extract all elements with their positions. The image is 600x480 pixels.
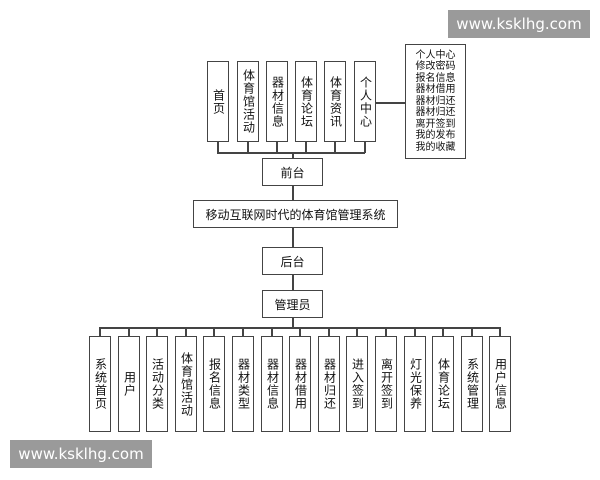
connector-line [356, 327, 358, 336]
back-item: 用户 [118, 336, 140, 432]
connector-line [271, 327, 273, 336]
personal-center-list: 个人中心修改密码报名信息器材借用器材归还器材归还离开签到我的发布我的收藏 [405, 44, 466, 159]
watermark-bottom: www.ksklhg.com [10, 440, 152, 468]
personal-center-item: 器材借用 [415, 84, 456, 96]
connector-line [276, 142, 278, 153]
watermark-top: www.ksklhg.com [448, 10, 590, 38]
connector-line [305, 142, 307, 153]
connector-line [442, 327, 444, 336]
front-item: 个人中心 [354, 61, 376, 142]
connector-line [217, 152, 365, 154]
connector-line [247, 142, 249, 153]
connector-line [99, 327, 500, 329]
back-node: 后台 [262, 247, 323, 275]
connector-line [213, 327, 215, 336]
front-item: 体育资讯 [324, 61, 346, 142]
personal-center-item: 离开签到 [415, 118, 456, 130]
admin-node: 管理员 [262, 290, 323, 318]
back-item: 系统首页 [89, 336, 111, 432]
personal-center-item: 修改密码 [415, 61, 456, 73]
system-title: 移动互联网时代的体育馆管理系统 [205, 207, 386, 222]
back-item: 体育论坛 [432, 336, 454, 432]
back-label: 后台 [280, 254, 305, 269]
front-node: 前台 [262, 158, 323, 186]
personal-center-item: 器材归还 [415, 95, 456, 107]
connector-line [242, 327, 244, 336]
front-item: 体育馆活动 [237, 61, 259, 142]
connector-line [99, 327, 101, 336]
connector-line [292, 228, 294, 247]
connector-line [292, 152, 294, 158]
connector-line [414, 327, 416, 336]
connector-line [334, 142, 336, 153]
back-item: 体育馆活动 [175, 336, 197, 432]
connector-line [185, 327, 187, 336]
back-item: 用户信息 [489, 336, 511, 432]
personal-center-item: 个人中心 [415, 49, 456, 61]
connector-line [217, 142, 219, 153]
personal-center-item: 器材归还 [415, 107, 456, 119]
back-item: 系统管理 [461, 336, 483, 432]
connector-line [292, 318, 294, 327]
front-label: 前台 [280, 165, 305, 180]
connector-line [156, 327, 158, 336]
back-item: 活动分类 [146, 336, 168, 432]
connector-line [292, 186, 294, 200]
back-item: 灯光保养 [404, 336, 426, 432]
back-item: 进入签到 [346, 336, 368, 432]
front-item: 首页 [207, 61, 229, 142]
back-item: 器材借用 [289, 336, 311, 432]
front-item: 体育论坛 [295, 61, 317, 142]
connector-line [364, 142, 366, 153]
connector-line [292, 275, 294, 290]
connector-line [128, 327, 130, 336]
front-item: 器材信息 [266, 61, 288, 142]
back-item: 离开签到 [375, 336, 397, 432]
connector-line [385, 327, 387, 336]
back-item: 报名信息 [203, 336, 225, 432]
back-item: 器材类型 [232, 336, 254, 432]
connector-line [499, 327, 501, 336]
connector-line [376, 102, 405, 104]
personal-center-item: 我的发布 [415, 130, 456, 142]
back-item: 器材归还 [318, 336, 340, 432]
system-node: 移动互联网时代的体育馆管理系统 [193, 200, 398, 228]
connector-line [471, 327, 473, 336]
personal-center-item: 我的收藏 [415, 141, 456, 153]
personal-center-item: 报名信息 [415, 72, 456, 84]
back-item: 器材信息 [261, 336, 283, 432]
connector-line [299, 327, 301, 336]
admin-label: 管理员 [274, 297, 311, 312]
connector-line [328, 327, 330, 336]
